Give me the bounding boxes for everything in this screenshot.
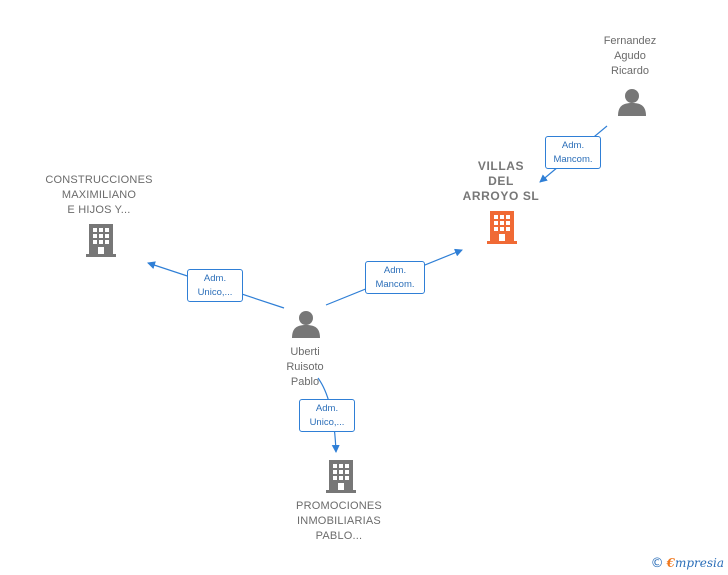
person-icon[interactable]	[618, 89, 646, 116]
node-label-uberti[interactable]: Uberti Ruisoto Pablo	[286, 346, 324, 388]
node-label-fernandez[interactable]: Fernandez Agudo Ricardo	[603, 35, 657, 77]
edge-label-role: Adm.	[561, 140, 585, 151]
brand-footer: ©€mpresia	[651, 556, 724, 571]
edge-label-role: Adm.	[203, 273, 227, 284]
edge-label-type: Unico,...	[309, 417, 345, 428]
edge-label-role: Adm.	[315, 403, 339, 414]
edge-label-type: Mancom.	[375, 279, 415, 290]
person-icon[interactable]	[292, 311, 320, 338]
brand-name: mpresia	[674, 556, 724, 570]
building-icon[interactable]	[86, 224, 116, 257]
brand-logo-e: €	[666, 556, 675, 570]
edge-label-uberti-promociones[interactable]: Adm. Unico,...	[299, 399, 355, 432]
copyright-icon: ©	[650, 556, 664, 571]
building-icon[interactable]	[326, 460, 356, 493]
node-label-villas[interactable]: VILLAS DEL ARROYO SL	[462, 159, 540, 203]
edge-label-uberti-construcciones[interactable]: Adm. Unico,...	[187, 269, 243, 302]
edge-label-role: Adm.	[383, 265, 407, 276]
edge-label-uberti-villas[interactable]: Adm. Mancom.	[365, 261, 425, 294]
edge-label-type: Unico,...	[197, 287, 233, 298]
edge-label-type: Mancom.	[553, 154, 593, 165]
node-label-promociones[interactable]: PROMOCIONES INMOBILIARIAS PABLO...	[296, 500, 382, 542]
node-label-construcciones[interactable]: CONSTRUCCIONES MAXIMILIANO E HIJOS Y...	[45, 174, 153, 216]
building-icon[interactable]	[487, 211, 517, 244]
edge-label-fernandez-villas[interactable]: Adm. Mancom.	[545, 136, 601, 169]
